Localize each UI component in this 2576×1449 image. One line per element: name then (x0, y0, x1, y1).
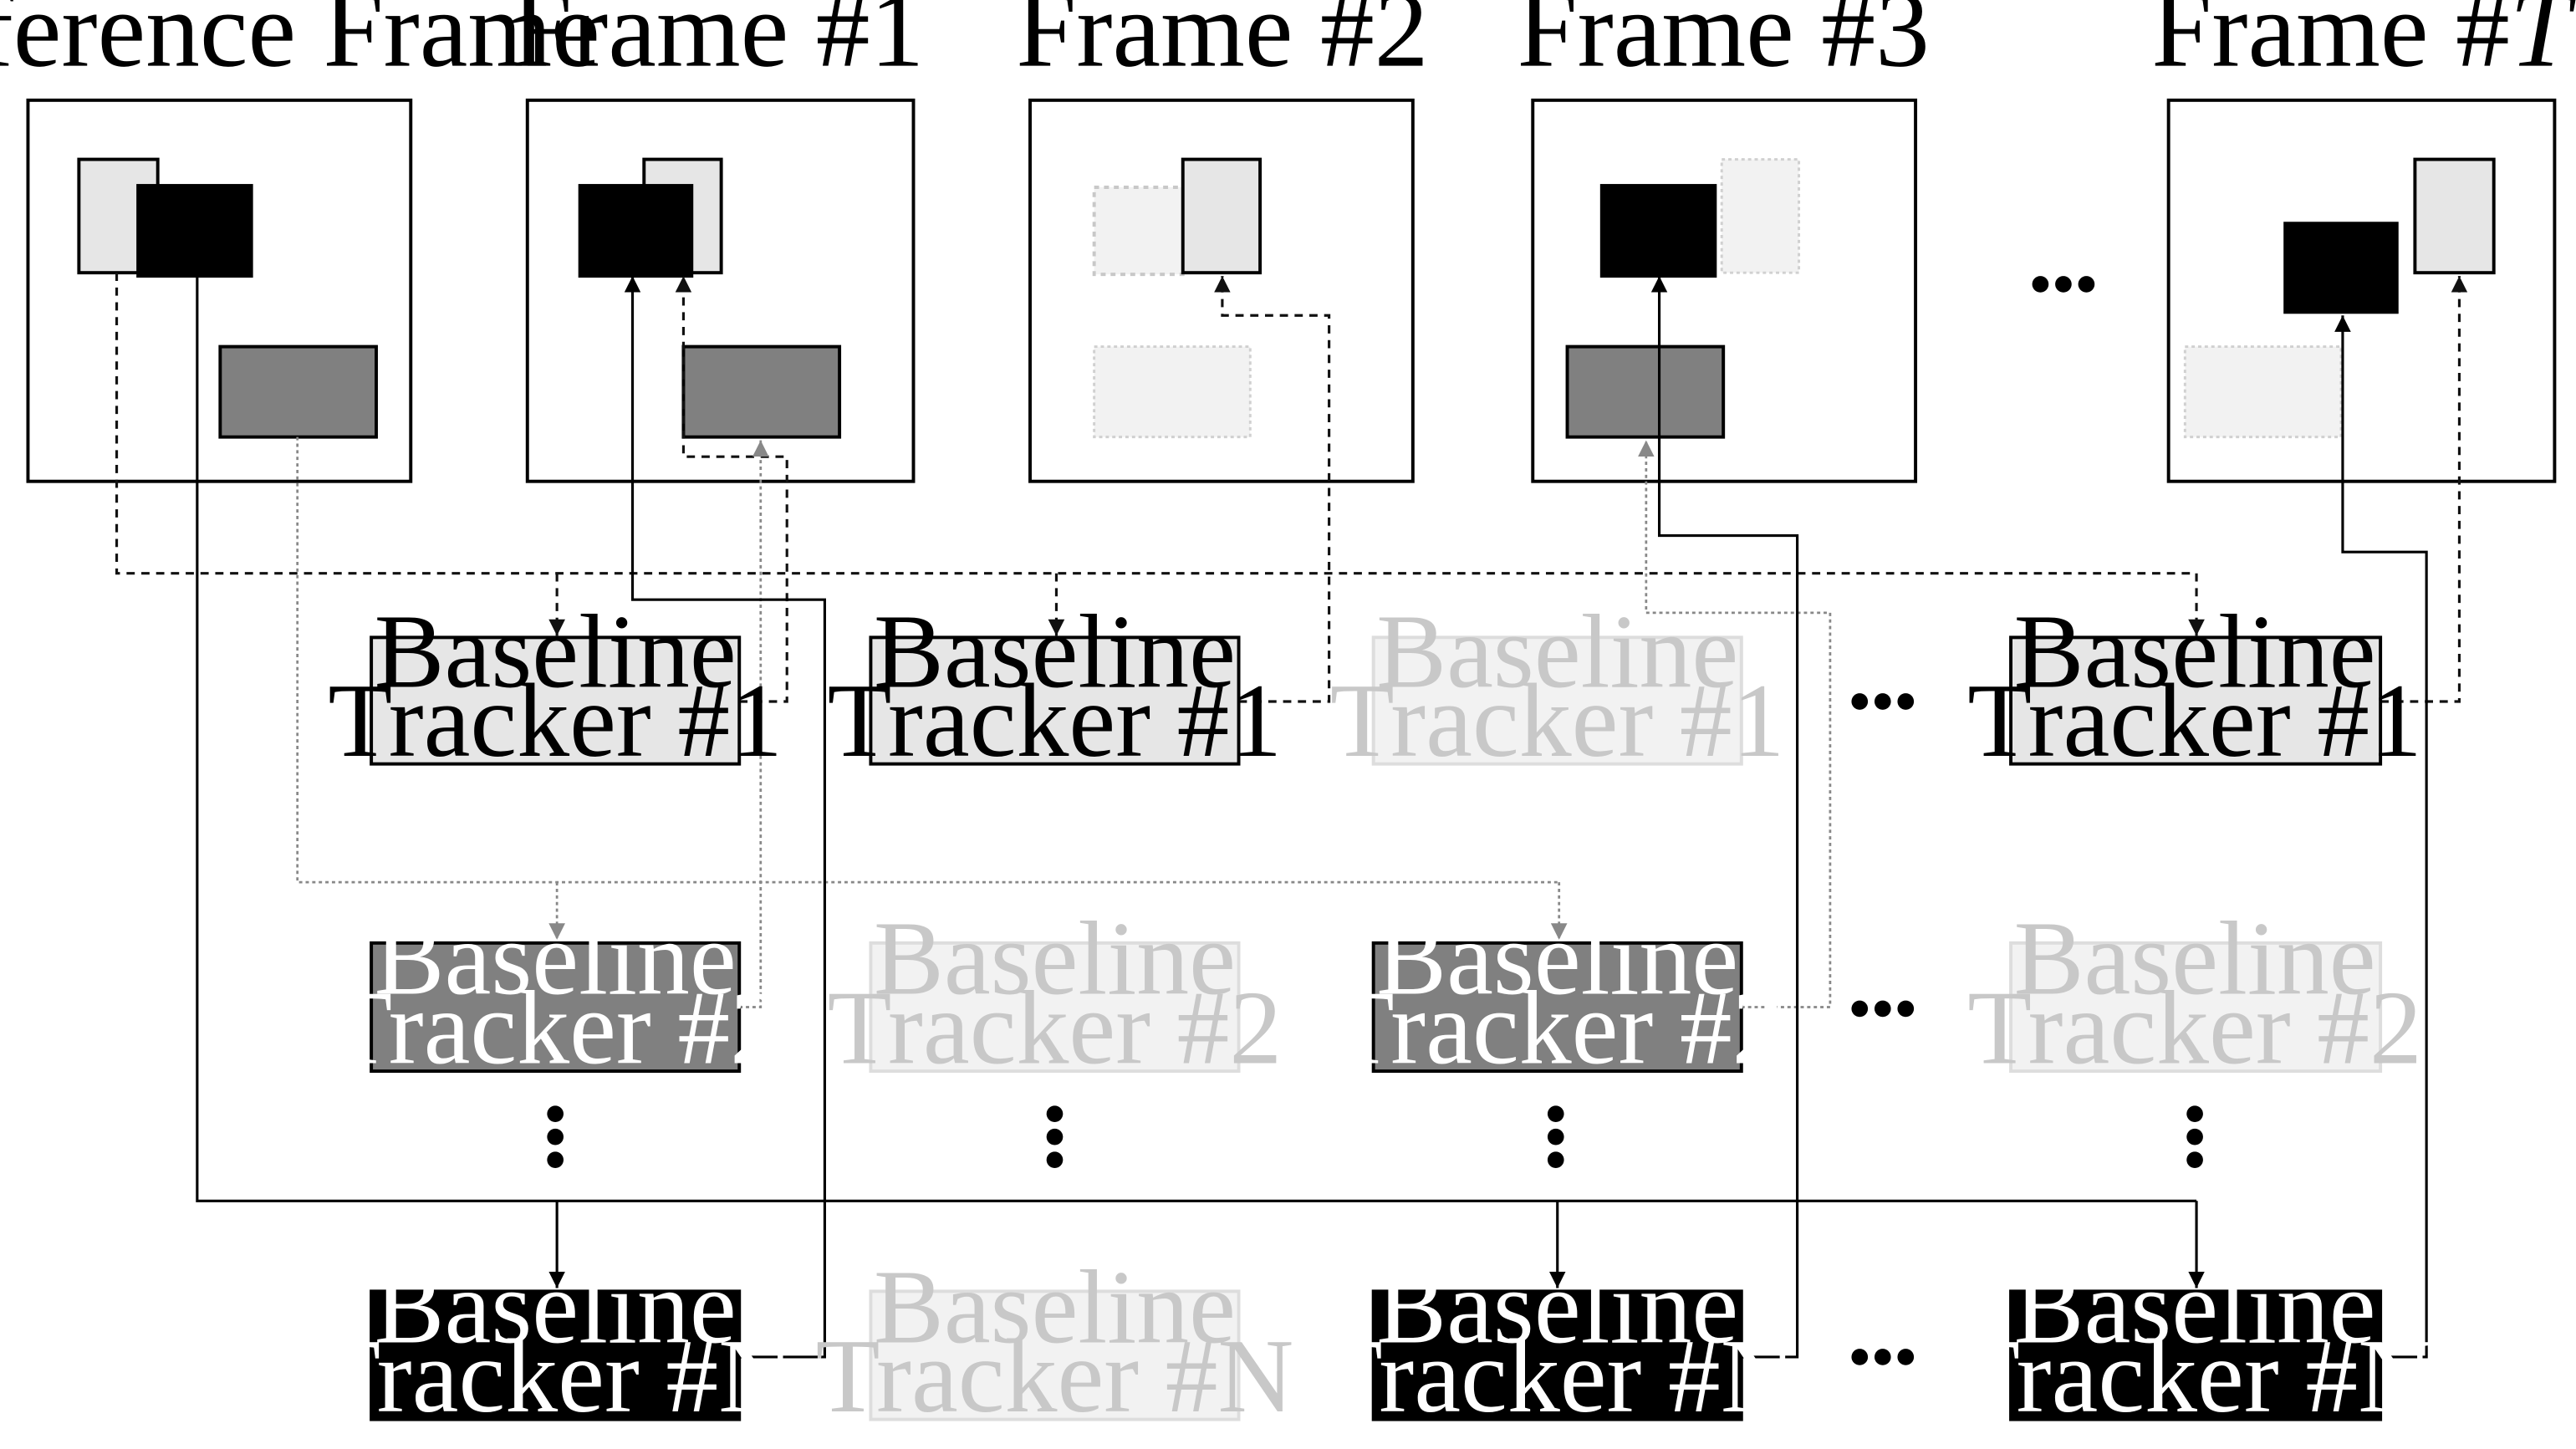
ref-black-box (136, 184, 253, 278)
frame-2-title: Frame #2 (1016, 0, 1428, 90)
frame-1-title: Frame #1 (512, 0, 924, 90)
vertical-ellipsis-col-1 (547, 1105, 564, 1169)
f3-gray-box (1565, 344, 1726, 439)
ft-light-box (2413, 157, 2496, 275)
f2-light-box (1181, 157, 1262, 275)
frame-t-title: Frame #T (2151, 0, 2576, 90)
reference-frame-title: Reference Frame (0, 0, 600, 90)
f1-gray-box (681, 344, 842, 439)
ft-black-box (2283, 222, 2399, 314)
row-1-ellipsis (1851, 693, 1915, 710)
vertical-ellipsis-col-2 (1046, 1105, 1064, 1169)
row-n-ellipsis (1851, 1349, 1915, 1365)
tracker-1-connectors (115, 273, 2468, 703)
f2-ghost-box-2 (1093, 345, 1252, 439)
row-2-ellipsis (1851, 1000, 1915, 1018)
tracker-n-connectors (196, 276, 2428, 1359)
f3-ghost-box (1720, 158, 1801, 274)
tracker-2-connectors (296, 436, 1832, 1008)
ft-ghost-box (2183, 345, 2343, 439)
frames-ellipsis (2032, 276, 2095, 293)
vertical-ellipsis-col-4 (2186, 1105, 2203, 1169)
f2-ghost-box-1 (1092, 186, 1186, 277)
frame-3-title: Frame #3 (1517, 0, 1929, 90)
f3-black-box (1599, 184, 1717, 278)
f1-black-box (578, 184, 694, 278)
ref-gray-box (218, 344, 378, 439)
vertical-ellipsis-col-3 (1547, 1105, 1564, 1169)
